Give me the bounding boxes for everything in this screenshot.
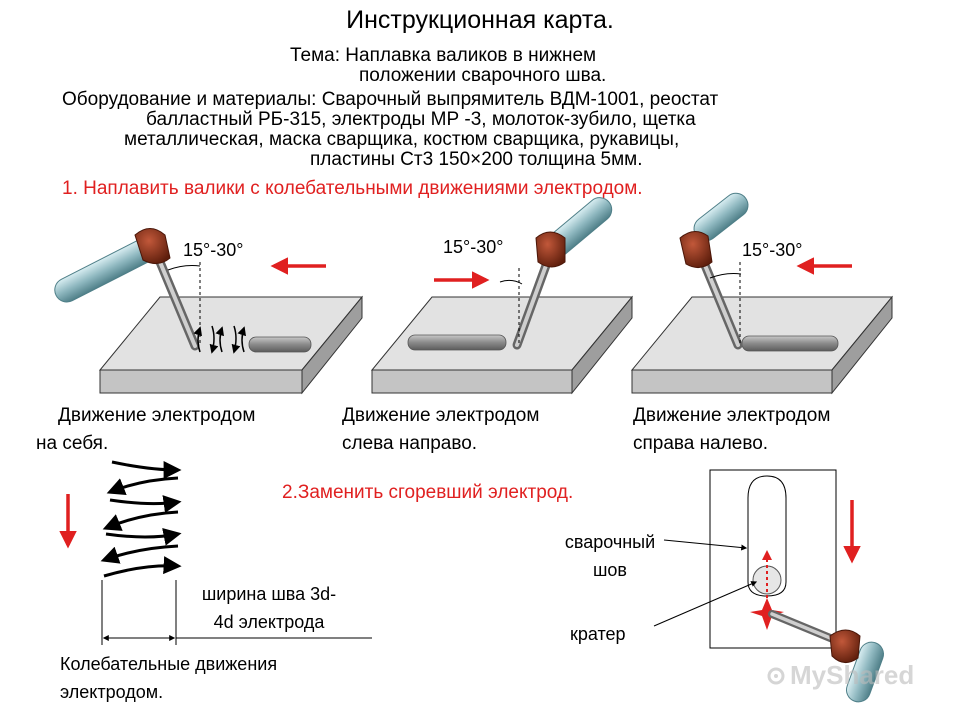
seam-label: сварочный шов [554, 528, 666, 584]
equipment-line-2: балластный РБ-315, электроды МР -3, моло… [146, 109, 696, 130]
figure-3-caption-line-1: Движение электродом [633, 405, 831, 426]
equipment-line-3: металлическая, маска сварщика, костюм св… [124, 129, 680, 150]
figure-1-electrode [54, 228, 200, 351]
figure-1-angle-arc [167, 265, 201, 271]
figure-3-angle-label: 15°-30° [742, 240, 803, 260]
figure-1-caption-line-2: на себя. [36, 433, 109, 454]
figure-2-angle-label: 15°-30° [443, 237, 504, 257]
crater-label: кратер [570, 624, 626, 644]
oscillation-caption: Колебательные движения электродом. [60, 650, 277, 706]
figure-1-bead [248, 336, 312, 353]
equipment-line-1: Оборудование и материалы: Сварочный выпр… [62, 89, 719, 110]
seam-label-line-2: шов [592, 560, 627, 580]
seam-width-line-2: 4d электрода [213, 612, 325, 632]
topic-line-2: положении сварочного шва. [359, 65, 607, 86]
figure-2-caption-line-1: Движение электродом [342, 405, 540, 426]
oscillation-curves [100, 460, 182, 578]
oscillation-caption-line-1: Колебательные движения [60, 654, 278, 674]
figure-3-angle-arc [709, 273, 742, 279]
watermark-text: MyShared [790, 660, 915, 690]
topic-text: Тема: Наплавка валиков в нижнем положени… [290, 46, 606, 86]
figure-2-caption: Движение электродом слева направо. [342, 402, 539, 458]
seam-label-line-1: сварочный [564, 532, 656, 552]
oscillation-caption-line-2: электродом. [60, 682, 164, 702]
figure-1-angle-label: 15°-30° [183, 240, 244, 260]
weld-seam-outline [747, 475, 787, 597]
figure-1-caption-line-1: Движение электродом [58, 405, 256, 426]
seam-width-label: ширина шва 3d- 4d электрода [178, 580, 360, 636]
figure-1-caption: Движение электродом на себя. [36, 402, 255, 458]
seam-leader [663, 539, 748, 551]
figure-1-plate [98, 295, 364, 395]
figure-2-angle-arc [499, 279, 523, 285]
page-title: Инструкционная карта. [346, 6, 614, 34]
figure-3-bead [741, 335, 839, 352]
step-1-text: 1. Наплавить валики с колебательными дви… [62, 178, 643, 199]
equipment-text: Оборудование и материалы: Сварочный выпр… [62, 90, 718, 170]
figure-3-electrode [679, 192, 749, 350]
crater-leader [653, 581, 758, 627]
figure-2-plate [370, 295, 634, 395]
seam-width-line-1: ширина шва 3d- [201, 584, 337, 604]
step-2-text: 2.Заменить сгоревший электрод. [282, 482, 574, 503]
arc-spark-icon [750, 598, 784, 630]
replacement-electrode [768, 610, 884, 703]
figure-3-caption-line-2: справа налево. [633, 433, 769, 454]
topic-line-1: Тема: Наплавка валиков в нижнем [290, 45, 597, 66]
figure-2-caption-line-2: слева направо. [342, 433, 478, 454]
figure-2-electrode [512, 197, 613, 350]
equipment-line-4: пластины Ст3 150×200 толщина 5мм. [310, 149, 643, 170]
figure-3-plate [630, 295, 894, 395]
figure-2-bead [407, 334, 507, 351]
watermark-logo [767, 667, 785, 685]
figure-1-oscillation-arrows [193, 325, 246, 354]
figure-3-caption: Движение электродом справа налево. [633, 402, 830, 458]
